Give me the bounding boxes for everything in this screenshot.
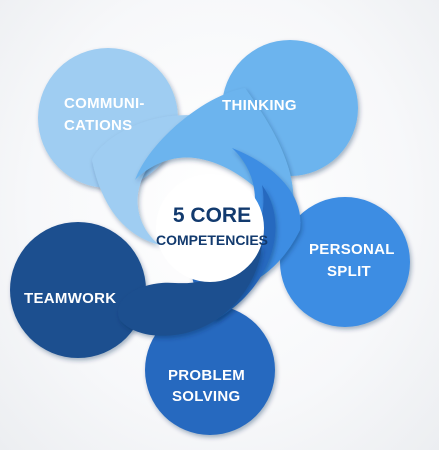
petal-circle-problem-solving bbox=[145, 305, 275, 435]
problem-solving-label-line-2: SOLVING bbox=[172, 388, 241, 405]
center-disk bbox=[156, 174, 264, 282]
center-subtitle: COMPETENCIES bbox=[156, 232, 268, 248]
personal-split-label-line-1: PERSONAL bbox=[309, 241, 395, 258]
communications-label-line-1: COMMUNI- bbox=[64, 95, 145, 112]
personal-split-label-line-2: SPLIT bbox=[327, 263, 371, 280]
swirl-arm-thinking bbox=[135, 88, 294, 225]
swirl-arm-teamwork bbox=[118, 245, 263, 336]
thinking-label: THINKING bbox=[222, 97, 297, 114]
teamwork-label: TEAMWORK bbox=[24, 290, 116, 307]
petal-circle-teamwork bbox=[10, 222, 146, 358]
communications-label-line-2: CATIONS bbox=[64, 117, 133, 134]
center-title: 5 CORE bbox=[173, 204, 251, 227]
petal-circle-personal-split bbox=[280, 197, 410, 327]
swirl-arm-communications bbox=[92, 115, 215, 245]
problem-solving-label-line-1: PROBLEM bbox=[168, 367, 245, 384]
